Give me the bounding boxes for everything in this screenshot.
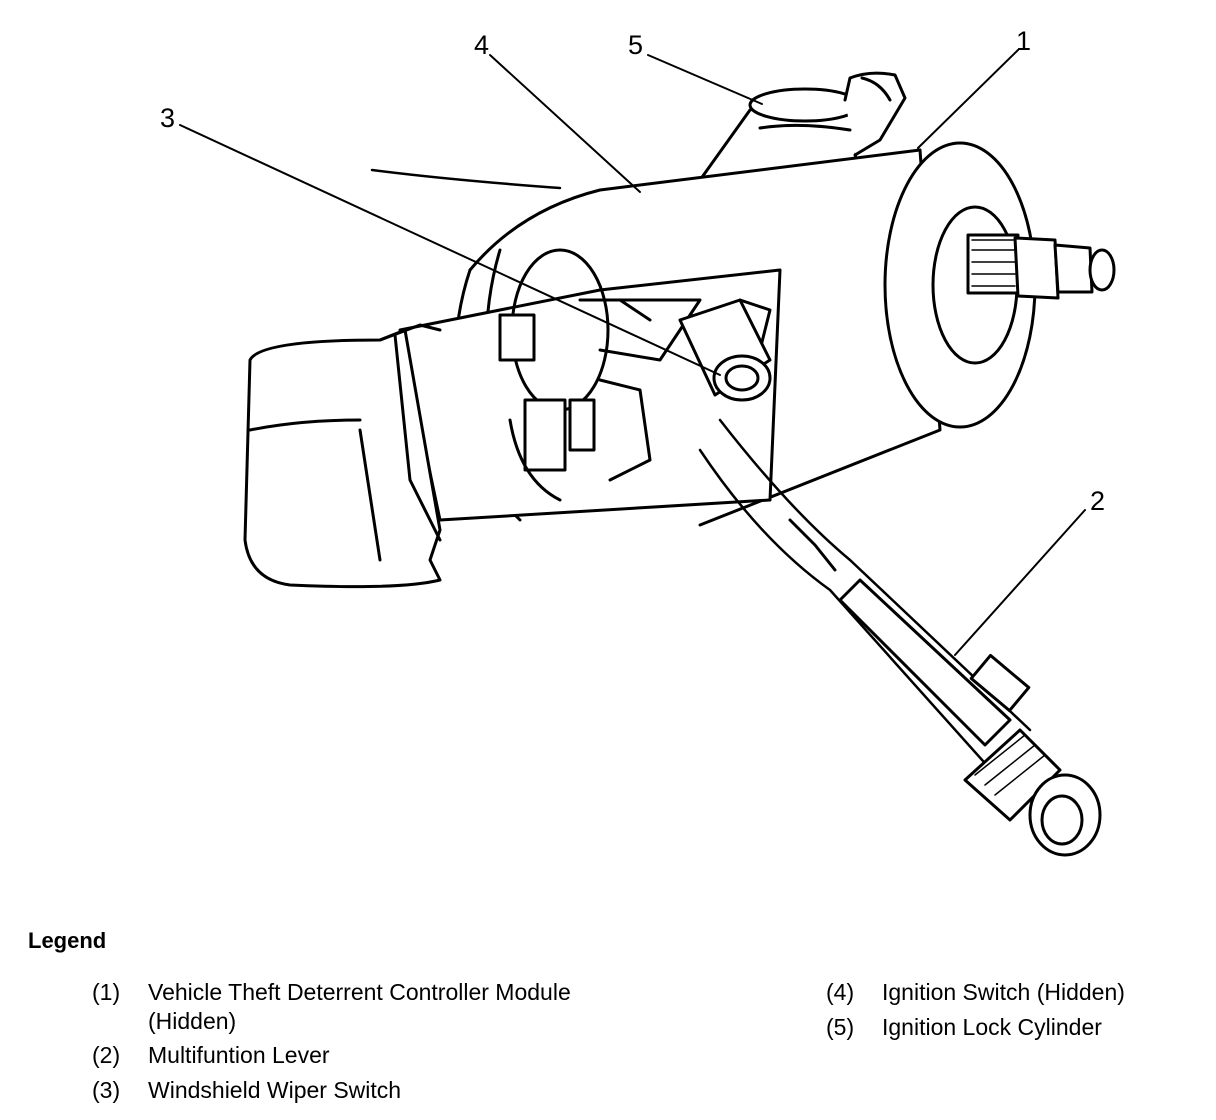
callout-5: 5 [628,30,644,60]
steering-column-illustration [179,49,1116,857]
legend-number: (1) [92,979,121,1005]
legend-label: (Hidden) [148,1008,237,1034]
legend-number: (2) [92,1042,121,1068]
callout-1: 1 [1016,26,1032,56]
trim-cover [243,323,442,589]
callout-2: 2 [1090,486,1106,516]
legend-title: Legend [28,928,107,953]
legend-number: (4) [826,979,855,1005]
callout-4: 4 [474,30,490,60]
steering-shaft [966,233,1116,300]
legend-number: (5) [826,1014,855,1040]
legend-label: Vehicle Theft Deterrent Controller Modul… [148,979,571,1005]
wiper-switch [678,298,772,402]
leader-lines [179,49,1086,656]
legend-label: Windshield Wiper Switch [148,1077,402,1103]
callout-3: 3 [160,103,176,133]
legend-label: Ignition Lock Cylinder [882,1014,1102,1040]
legend-label: Ignition Switch (Hidden) [882,979,1125,1005]
legend-label: Multifuntion Lever [148,1042,330,1068]
multifunction-lever [698,418,1102,857]
legend-number: (3) [92,1077,121,1103]
